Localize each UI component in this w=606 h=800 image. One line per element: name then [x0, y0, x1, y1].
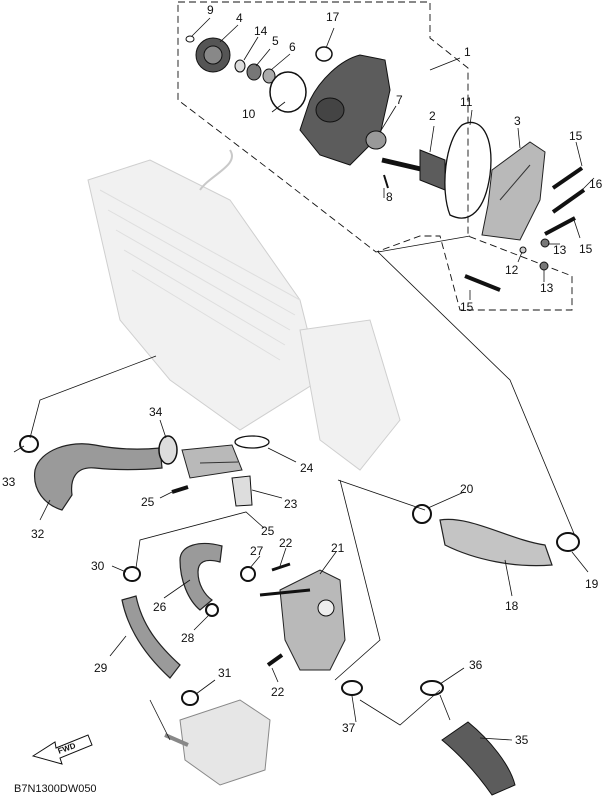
hose-26: [179, 542, 223, 611]
assembly-box: [177, 1, 573, 311]
bolt-25: [171, 485, 189, 494]
callout-26: 26: [153, 600, 167, 614]
callout-15-a: 15: [569, 129, 583, 143]
callout-22-a: 22: [279, 536, 293, 550]
impeller-shaft: [381, 149, 446, 191]
bolts-upper: [383, 166, 586, 292]
reservoir-tank: [164, 699, 271, 786]
hose-18: [439, 518, 553, 567]
hose-35: [441, 721, 516, 796]
callout-27: 27: [250, 544, 264, 558]
callout-25-a: 25: [141, 495, 155, 509]
forward-arrow-icon: FWD: [31, 734, 93, 765]
callout-35: 35: [515, 733, 529, 747]
bolt-22-lower: [266, 653, 284, 667]
pump-gear: [195, 37, 231, 73]
callout-2: 2: [429, 109, 436, 123]
callout-15-b: 15: [579, 242, 593, 256]
pump-cover: [481, 141, 546, 241]
o-ring-large: [269, 71, 307, 113]
callout-11: 11: [460, 95, 473, 109]
diagram-code: B7N1300DW050: [14, 783, 97, 795]
callout-4: 4: [236, 11, 243, 25]
pipe-joint: [181, 444, 243, 479]
clamp-33: [19, 435, 39, 453]
callout-23: 23: [284, 497, 298, 511]
clamp-37: [341, 680, 363, 696]
hose-29: [121, 595, 181, 679]
gasket: [444, 121, 492, 219]
callout-18: 18: [505, 599, 519, 613]
callout-9: 9: [207, 3, 214, 17]
callout-1: 1: [464, 45, 471, 59]
pump-seal: [365, 130, 387, 150]
callout-32: 32: [31, 527, 45, 541]
callout-10: 10: [242, 107, 256, 121]
callout-30: 30: [91, 559, 105, 573]
callout-7: 7: [396, 93, 403, 107]
callout-17: 17: [326, 10, 340, 24]
callout-13-b: 13: [540, 281, 554, 295]
callout-31: 31: [218, 666, 232, 680]
callout-20: 20: [460, 482, 474, 496]
clamp-19: [556, 532, 580, 552]
callout-14: 14: [254, 24, 268, 38]
callout-12: 12: [505, 263, 519, 277]
callout-28: 28: [181, 631, 195, 645]
callout-15-c: 15: [460, 300, 474, 314]
seal: [262, 68, 276, 84]
callout-24: 24: [300, 461, 314, 475]
callout-36: 36: [469, 658, 483, 672]
callout-22-b: 22: [271, 685, 285, 699]
clamp-34: [158, 435, 178, 465]
callout-34: 34: [149, 405, 163, 419]
callout-37: 37: [342, 721, 356, 735]
callout-19: 19: [585, 577, 599, 591]
callout-29: 29: [94, 661, 108, 675]
callout-16: 16: [589, 177, 603, 191]
o-ring-small: [315, 46, 333, 62]
clamp-27: [240, 566, 256, 582]
callout-5: 5: [272, 34, 279, 48]
callout-3: 3: [514, 114, 521, 128]
clamp-31: [181, 690, 199, 706]
callout-6: 6: [289, 40, 296, 54]
hose-32: [34, 443, 163, 511]
circlip: [185, 35, 195, 43]
clamp-30: [123, 566, 141, 582]
bolt-22-upper: [271, 562, 291, 572]
radiator-ghost: [87, 149, 401, 471]
callout-13-a: 13: [553, 243, 567, 257]
leader-lines: [13, 17, 595, 741]
bearing: [246, 63, 262, 81]
clamp-36: [420, 680, 444, 696]
clamp-20: [412, 504, 432, 524]
washer: [234, 59, 246, 73]
thermostat-housing: [259, 569, 346, 671]
callout-8: 8: [386, 190, 393, 204]
bracket-23: [231, 475, 253, 507]
callout-25-b: 25: [261, 524, 275, 538]
o-ring-24: [234, 435, 270, 449]
callout-33: 33: [2, 475, 16, 489]
clamp-28: [205, 603, 219, 617]
callout-labels: 1 2 3 4 5 6 7 8 9 10 11 12 13 13 14 15 1…: [2, 3, 603, 747]
callout-21: 21: [331, 541, 345, 555]
